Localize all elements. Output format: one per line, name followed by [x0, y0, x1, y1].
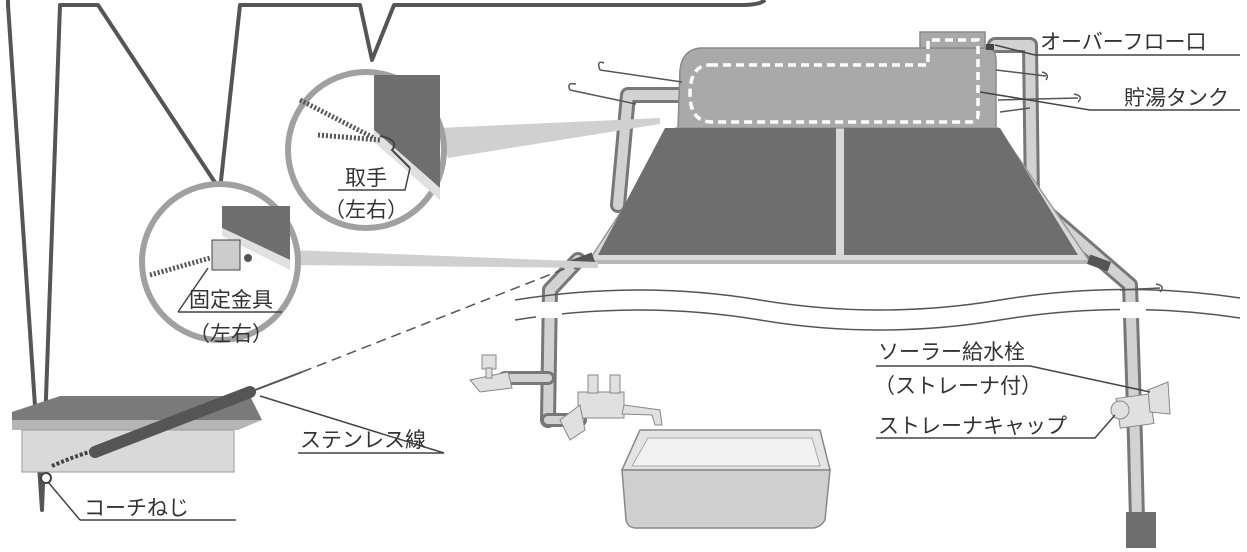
label-bracket: 固定金具 [189, 288, 273, 312]
leader-lines [47, 44, 1240, 521]
solar-heater [570, 31, 1112, 272]
sink [620, 429, 831, 529]
pipes [498, 37, 1145, 528]
zoom-bracket [139, 181, 598, 343]
label-solar-faucet: ソーラー給水栓 [878, 340, 1025, 364]
label-handle-sub: （左右） [324, 198, 408, 222]
label-coach-screw: コーチねじ [84, 496, 189, 520]
label-strainer-cap: ストレーナキャップ [878, 414, 1067, 438]
tank-outline [688, 38, 980, 124]
label-handle: 取手 [345, 166, 387, 190]
label-bracket-sub: （左右） [189, 322, 273, 346]
label-solar-faucet-sub: （ストレーナ付） [874, 374, 1042, 398]
label-tank: 貯湯タンク [1124, 86, 1229, 110]
callout-outline [6, 0, 767, 512]
zoom-handle [285, 69, 660, 231]
tie-wires [568, 61, 1163, 293]
wall-faucet [469, 354, 513, 393]
eave [12, 371, 303, 484]
solar-faucet [1110, 381, 1171, 548]
label-stainless-wire: ステンレス線 [300, 428, 426, 452]
mixing-faucet [559, 374, 663, 441]
label-overflow: オーバーフロー口 [1040, 30, 1207, 54]
